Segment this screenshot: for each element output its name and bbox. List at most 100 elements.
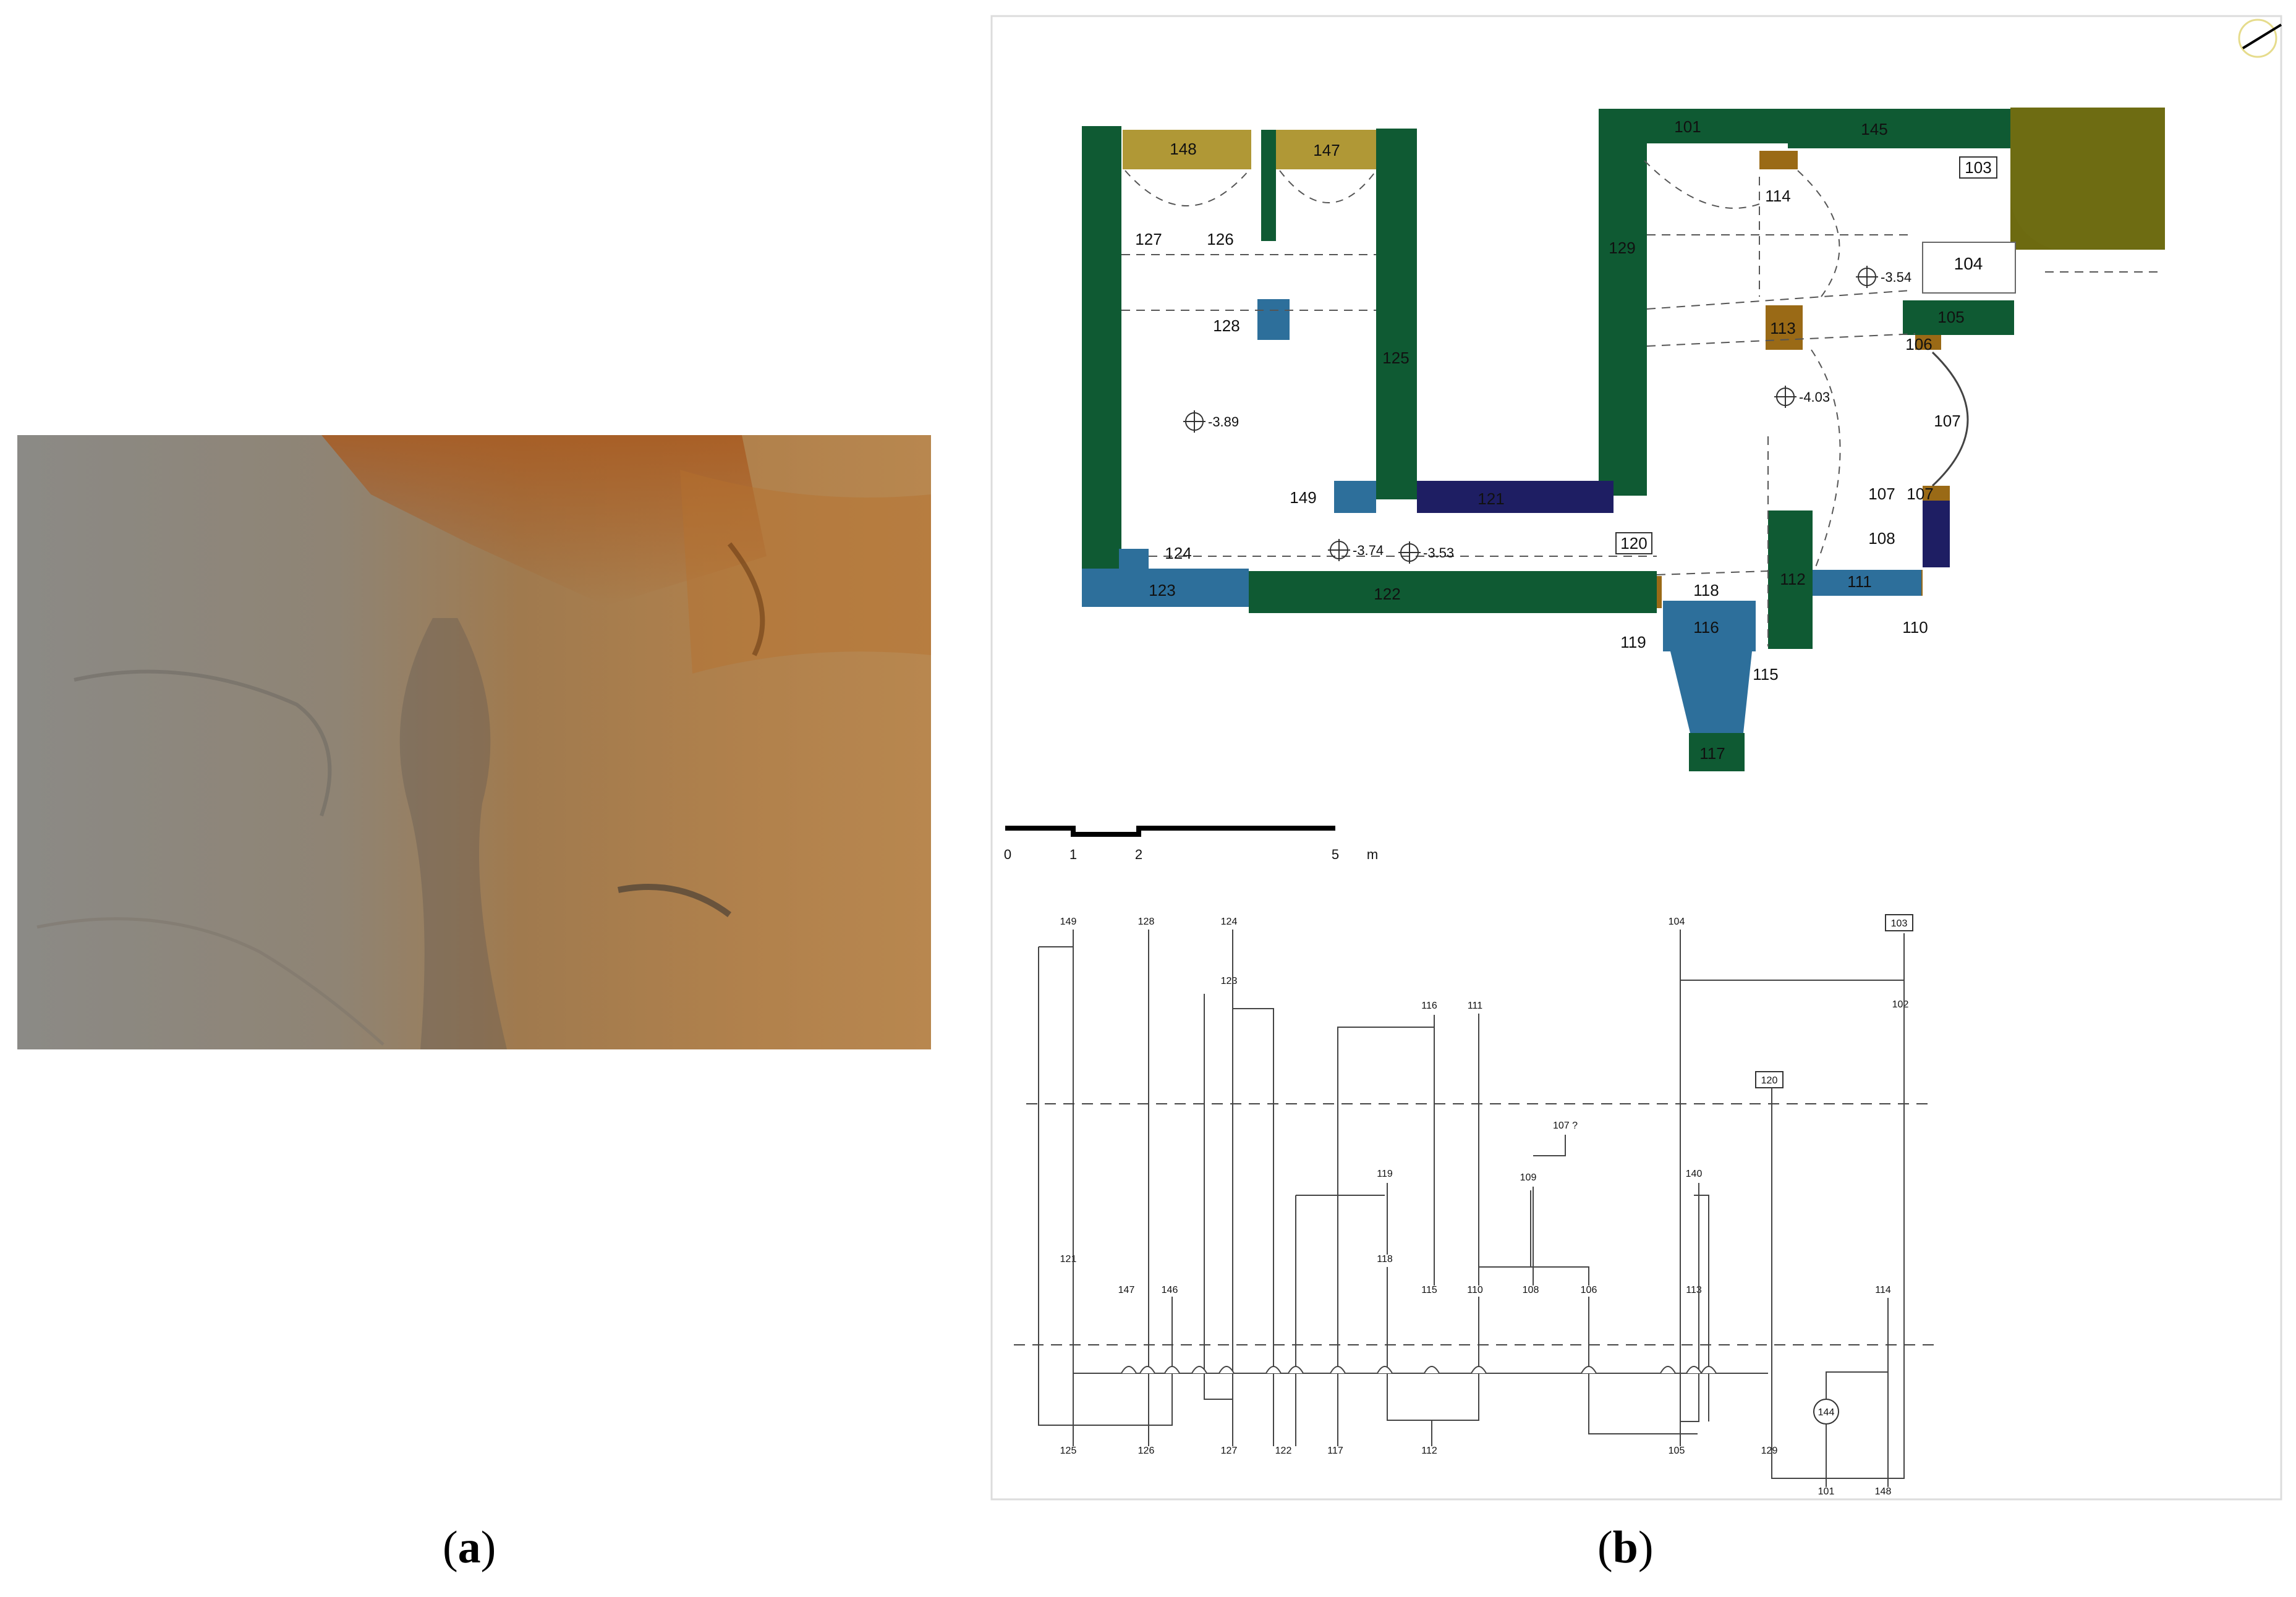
matrix-node-119: 119 xyxy=(1377,1169,1393,1179)
unit-112-fill xyxy=(1768,510,1813,649)
matrix-crossing-13 xyxy=(1686,1366,1702,1374)
unit-label-103: 103 xyxy=(1965,158,1991,177)
matrix-edge-5 xyxy=(1204,994,1233,1400)
unit-label-121: 121 xyxy=(1478,489,1504,508)
matrix-edge-8 xyxy=(1337,1027,1434,1446)
matrix-crossing-1 xyxy=(1139,1366,1155,1374)
unit-105-fill xyxy=(1903,300,2014,335)
unit-label-129: 129 xyxy=(1609,239,1635,257)
unit-label-124: 124 xyxy=(1165,544,1191,562)
unit-label-107: 107 xyxy=(1907,485,1933,503)
unit-label-115: 115 xyxy=(1753,665,1778,684)
wall-partition-126 xyxy=(1261,130,1276,241)
unit-label-113: 113 xyxy=(1770,319,1795,337)
scale-tick-label: 0 xyxy=(1004,847,1011,862)
matrix-node-144: 144 xyxy=(1818,1407,1835,1418)
structure-124 xyxy=(1119,549,1149,570)
unit-label-111: 111 xyxy=(1847,572,1872,591)
plan-dash-line-3 xyxy=(1646,333,1916,347)
scale-unit-label: m xyxy=(1367,847,1378,862)
unit-label-127: 127 xyxy=(1135,230,1162,248)
matrix-node-105: 105 xyxy=(1669,1446,1685,1456)
matrix-crossing-3 xyxy=(1191,1366,1207,1374)
plan-dash-line-9 xyxy=(1656,570,1769,575)
north-arrow-icon xyxy=(2238,19,2282,58)
matrix-crossing-14 xyxy=(1701,1366,1717,1374)
matrix-node-104: 104 xyxy=(1669,917,1685,927)
structure-106 xyxy=(1915,334,1941,350)
matrix-edge-24 xyxy=(1479,1266,1589,1286)
matrix-crossing-7 xyxy=(1330,1366,1346,1374)
unit-label-126: 126 xyxy=(1207,230,1233,248)
matrix-node-110: 110 xyxy=(1467,1285,1483,1295)
elevation-label: -3.74 xyxy=(1353,543,1384,558)
matrix-node-140: 140 xyxy=(1686,1169,1703,1179)
matrix-node-103: 103 xyxy=(1891,918,1908,929)
matrix-node-129: 129 xyxy=(1761,1446,1778,1456)
unit-120-box xyxy=(1615,532,1652,554)
unit-107-fill xyxy=(1923,486,1950,501)
scale-tick-label: 5 xyxy=(1332,847,1339,862)
matrix-box-103 xyxy=(1885,914,1913,931)
matrix-node-101: 101 xyxy=(1818,1486,1835,1497)
panel-b-caption: (b) xyxy=(1597,1522,1654,1573)
matrix-box-120 xyxy=(1755,1071,1784,1088)
matrix-node-125: 125 xyxy=(1060,1446,1077,1456)
unit-label-147: 147 xyxy=(1313,141,1340,159)
unit-label-116: 116 xyxy=(1693,618,1719,637)
unit-label-101: 101 xyxy=(1674,117,1701,136)
matrix-crossing-12 xyxy=(1660,1366,1676,1374)
elevation-label: -3.89 xyxy=(1208,414,1239,430)
unit-122-fill xyxy=(1249,571,1657,613)
unit-128-fill xyxy=(1257,299,1290,340)
matrix-node-102: 102 xyxy=(1892,999,1909,1010)
matrix-node-124: 124 xyxy=(1221,917,1238,927)
scale-tick-label: 2 xyxy=(1135,847,1142,862)
unit-147-fill xyxy=(1276,130,1376,169)
matrix-edge-27 xyxy=(1826,1371,1888,1399)
unit-125-fill xyxy=(1376,129,1417,499)
panel-a-caption: (a) xyxy=(443,1522,496,1573)
elevation-crosshair xyxy=(1774,386,1796,408)
matrix-crossing-2 xyxy=(1164,1366,1180,1374)
unit-label-112: 112 xyxy=(1780,570,1805,588)
matrix-edge-6 xyxy=(1233,1008,1274,1446)
matrix-crossing-9 xyxy=(1424,1366,1440,1374)
arc-147 xyxy=(1279,170,1377,203)
unit-101-fill xyxy=(1599,109,1788,143)
arc-101 xyxy=(1644,160,1760,209)
site-plan: 1011451021141291051131071081481471281251… xyxy=(1082,108,2165,771)
matrix-node-148: 148 xyxy=(1875,1486,1892,1497)
unit-label-128: 128 xyxy=(1213,316,1239,335)
scale-tick-label: 1 xyxy=(1069,847,1077,862)
unit-label-123: 123 xyxy=(1149,581,1175,599)
unit-148-fill xyxy=(1123,130,1251,169)
unit-145-fill xyxy=(1788,109,2010,148)
unit-label-108-text: 107 xyxy=(1868,485,1895,503)
unit-label-119: 119 xyxy=(1620,633,1646,651)
unit-label-122: 122 xyxy=(1374,585,1400,603)
matrix-node-118: 118 xyxy=(1377,1254,1393,1264)
matrix-node-114: 114 xyxy=(1875,1285,1891,1295)
matrix-node-116: 116 xyxy=(1421,1001,1437,1011)
arc-107 xyxy=(1931,351,1969,487)
elevation-label: -3.54 xyxy=(1881,269,1911,285)
elevation-crosshair xyxy=(1398,541,1421,564)
matrix-node-108: 108 xyxy=(1523,1285,1539,1295)
matrix-crossing-0 xyxy=(1121,1366,1137,1374)
unit-116-fill xyxy=(1663,601,1756,651)
matrix-node-112: 112 xyxy=(1421,1446,1437,1456)
unit-label-114: 114 xyxy=(1765,187,1790,205)
unit-label-148: 148 xyxy=(1170,140,1196,158)
matrix-node-113: 113 xyxy=(1686,1285,1702,1295)
matrix-edge-25 xyxy=(1588,1297,1698,1434)
elevation-label: -4.03 xyxy=(1799,389,1830,405)
unit-114-fill xyxy=(1759,151,1798,169)
arc-114 xyxy=(1797,170,1840,297)
elevation-crosshair xyxy=(1328,539,1350,561)
matrix-node-106: 106 xyxy=(1581,1285,1597,1295)
structure-116-extension xyxy=(1670,651,1752,733)
matrix-crossing-6 xyxy=(1288,1366,1304,1374)
